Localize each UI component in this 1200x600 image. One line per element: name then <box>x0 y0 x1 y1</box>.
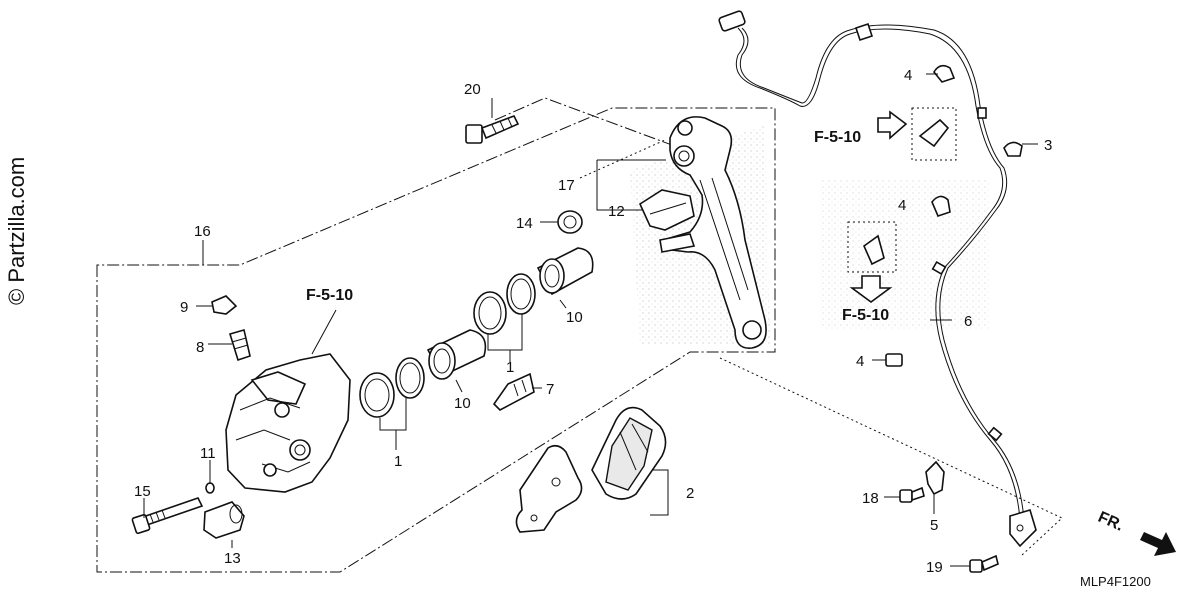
clamp-4-mid <box>931 195 951 217</box>
piston-10-lower <box>426 329 487 380</box>
callout-4-mid: 4 <box>898 197 906 214</box>
caliper-body <box>225 309 351 493</box>
callout-17: 17 <box>558 177 575 194</box>
wheel-speed-sensor-6 <box>718 10 1037 548</box>
bolt-19 <box>969 554 999 573</box>
callout-16: 16 <box>194 223 211 240</box>
callout-12: 12 <box>608 203 625 220</box>
callout-leaders <box>143 73 1038 567</box>
front-direction-arrow: FR. <box>1095 509 1176 556</box>
callout-5: 5 <box>930 517 938 534</box>
piston-10-upper <box>536 247 594 296</box>
callout-6: 6 <box>964 313 972 330</box>
callout-9: 9 <box>180 299 188 316</box>
bolt-18 <box>899 486 925 503</box>
callout-19: 19 <box>926 559 943 576</box>
leader-17b <box>596 160 633 211</box>
clamp-3 <box>1003 141 1023 157</box>
callout-20: 20 <box>464 81 481 98</box>
reference-label-upper: F-5-10 <box>814 129 861 146</box>
piston-seal-upper <box>473 273 536 335</box>
callout-4-low: 4 <box>856 353 864 370</box>
callout-4-top: 4 <box>904 67 912 84</box>
bleeder-valve-8 <box>228 328 251 362</box>
callout-8: 8 <box>196 339 204 356</box>
watermark-text: © Partzilla.com <box>4 157 29 305</box>
callout-3: 3 <box>1044 137 1052 154</box>
pin-boot-14 <box>557 210 583 234</box>
detail-clip-lower <box>863 234 885 266</box>
callout-1-upper: 1 <box>506 359 514 376</box>
o-ring-11 <box>205 482 215 494</box>
callout-18: 18 <box>862 490 879 507</box>
callout-11: 11 <box>200 445 216 462</box>
callout-10-lower: 10 <box>454 395 471 412</box>
direction-label: FR. <box>1095 509 1125 535</box>
callout-1-lower: 1 <box>394 453 402 470</box>
bleeder-cap-9 <box>211 295 238 315</box>
stay-5 <box>925 460 945 496</box>
detail-box-upper <box>911 107 957 161</box>
ref-arrow-left <box>877 110 908 140</box>
clamp-4-top <box>933 64 956 83</box>
reference-label-caliper: F-5-10 <box>306 287 353 304</box>
projection-line-bracket <box>719 357 1063 556</box>
callout-14: 14 <box>516 215 533 232</box>
ref-arrow-down <box>849 275 893 303</box>
clamp-4-low <box>885 353 903 367</box>
detail-box-lower <box>847 221 897 273</box>
detail-clip-upper <box>918 118 950 148</box>
pad-spring-12 <box>638 189 695 231</box>
bolt-20 <box>465 114 520 144</box>
pin-cap-13 <box>203 501 245 539</box>
callout-2: 2 <box>686 485 694 502</box>
bracket-leader-1-lower <box>379 398 407 431</box>
callout-7: 7 <box>546 381 554 398</box>
brake-pad-2-rear <box>515 444 583 533</box>
bracket-leader-2 <box>650 469 669 516</box>
caliper-assembly-outline <box>96 107 776 573</box>
brake-pad-2-front <box>591 406 667 500</box>
callout-15: 15 <box>134 483 151 500</box>
piston-seal-lower <box>359 357 425 418</box>
diagram-code: MLP4F1200 <box>1080 574 1151 589</box>
callout-13: 13 <box>224 550 241 567</box>
reference-label-lower: F-5-10 <box>842 307 889 324</box>
pad-shim-7 <box>492 372 535 411</box>
projection-line-pin <box>579 139 666 179</box>
projection-line-20 <box>494 97 681 149</box>
caliper-bracket-17 <box>659 116 767 349</box>
slide-pin-15 <box>131 497 204 535</box>
callout-10-upper: 10 <box>566 309 583 326</box>
bracket-leader-1-upper <box>487 314 523 351</box>
